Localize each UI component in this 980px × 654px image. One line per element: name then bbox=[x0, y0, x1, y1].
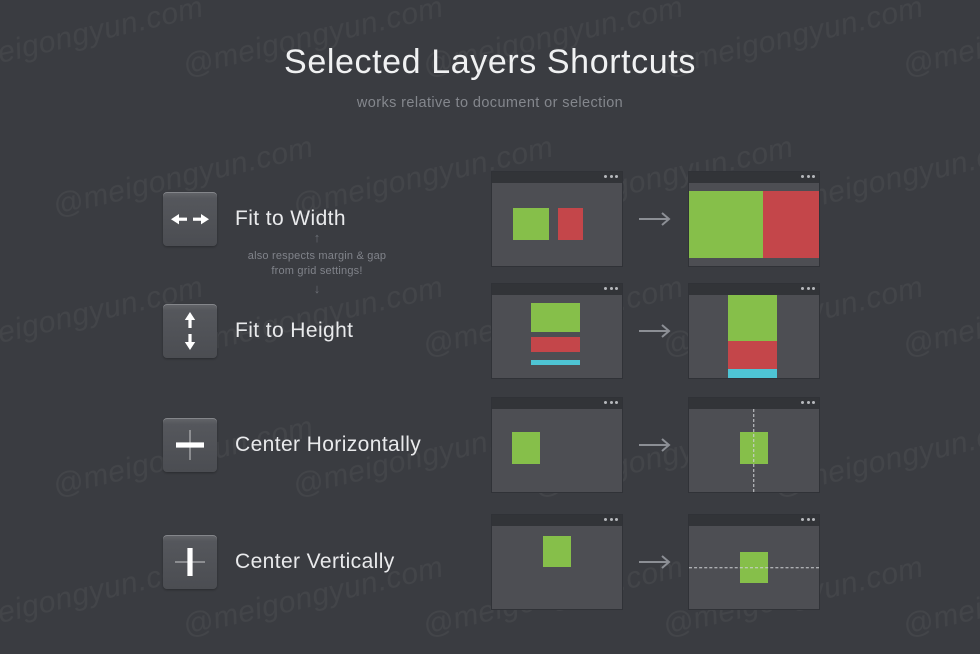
shortcut-label: Center Vertically bbox=[235, 550, 395, 573]
green-box bbox=[531, 303, 581, 332]
transition-arrow-icon bbox=[623, 553, 688, 571]
window-mockup-before bbox=[491, 397, 623, 493]
window-dots-icon bbox=[801, 175, 815, 178]
shortcut-row: Center Vertically bbox=[0, 514, 980, 610]
window-title-bar bbox=[689, 284, 819, 295]
center-guide-line bbox=[689, 566, 819, 568]
window-canvas bbox=[492, 409, 622, 492]
shortcut-row-header: Center Vertically bbox=[163, 523, 395, 601]
window-title-bar bbox=[492, 284, 622, 295]
window-dots-icon bbox=[604, 175, 618, 178]
window-dots-icon bbox=[801, 401, 815, 404]
window-canvas bbox=[492, 183, 622, 266]
shortcut-row: Fit to Width bbox=[0, 171, 980, 267]
window-title-bar bbox=[492, 515, 622, 526]
annotation-line-1: also respects margin & gap bbox=[247, 250, 387, 262]
annotation-arrow-up-icon: ↑ bbox=[313, 230, 321, 245]
window-mockup-before bbox=[491, 514, 623, 610]
green-box bbox=[542, 535, 572, 568]
before-after-panels bbox=[491, 397, 820, 493]
window-mockup-before bbox=[491, 171, 623, 267]
transition-arrow-icon bbox=[623, 210, 688, 228]
green-box bbox=[689, 191, 764, 258]
window-dots-icon bbox=[604, 287, 618, 290]
before-after-panels bbox=[491, 171, 820, 267]
window-mockup-after bbox=[688, 397, 820, 493]
before-after-panels bbox=[491, 514, 820, 610]
shortcut-label: Fit to Width bbox=[235, 207, 346, 230]
before-after-panels bbox=[491, 283, 820, 379]
green-box bbox=[512, 207, 550, 241]
red-box bbox=[763, 191, 819, 258]
annotation-line-2: from grid settings! bbox=[271, 265, 363, 277]
window-title-bar bbox=[689, 515, 819, 526]
shortcut-row: Center Horizontally bbox=[0, 397, 980, 493]
red-box bbox=[531, 337, 581, 353]
window-title-bar bbox=[689, 172, 819, 183]
window-canvas bbox=[492, 526, 622, 609]
window-canvas bbox=[689, 409, 819, 492]
center-guide-line bbox=[753, 409, 755, 492]
shortcut-row-header: Center Horizontally bbox=[163, 406, 421, 484]
shortcut-row-header: Fit to Width bbox=[163, 180, 346, 258]
window-dots-icon bbox=[801, 287, 815, 290]
window-dots-icon bbox=[604, 518, 618, 521]
green-box bbox=[728, 295, 778, 342]
window-mockup-after bbox=[688, 283, 820, 379]
shortcut-row: Fit to Height bbox=[0, 283, 980, 379]
shortcut-row-header: Fit to Height bbox=[163, 292, 353, 370]
annotation-arrow-down-icon: ↓ bbox=[313, 281, 321, 296]
page-title: Selected Layers Shortcuts bbox=[284, 43, 696, 81]
window-mockup-after bbox=[688, 514, 820, 610]
shortcut-label: Fit to Height bbox=[235, 319, 354, 342]
window-dots-icon bbox=[604, 401, 618, 404]
green-box bbox=[511, 432, 541, 464]
window-canvas bbox=[689, 526, 819, 609]
window-dots-icon bbox=[801, 518, 815, 521]
shortcut-label: Center Horizontally bbox=[235, 433, 422, 456]
arrows-horizontal-button[interactable] bbox=[163, 192, 217, 246]
arrows-vertical-button[interactable] bbox=[163, 304, 217, 358]
window-canvas bbox=[689, 295, 819, 378]
center-vertical-button[interactable] bbox=[163, 535, 217, 589]
window-title-bar bbox=[492, 398, 622, 409]
window-canvas bbox=[492, 295, 622, 378]
window-mockup-after bbox=[688, 171, 820, 267]
cyan-box bbox=[728, 368, 778, 378]
center-horizontal-button[interactable] bbox=[163, 418, 217, 472]
page-subtitle: works relative to document or selection bbox=[356, 95, 624, 112]
window-title-bar bbox=[492, 172, 622, 183]
window-canvas bbox=[689, 183, 819, 266]
window-title-bar bbox=[689, 398, 819, 409]
transition-arrow-icon bbox=[623, 322, 688, 340]
cyan-box bbox=[531, 359, 581, 365]
red-box bbox=[728, 341, 778, 369]
red-box bbox=[558, 207, 583, 241]
window-mockup-before bbox=[491, 283, 623, 379]
transition-arrow-icon bbox=[623, 436, 688, 454]
grid-settings-annotation: ↑ also respects margin & gap from grid s… bbox=[232, 230, 402, 296]
page-header: Selected Layers Shortcuts works relative… bbox=[0, 43, 980, 112]
